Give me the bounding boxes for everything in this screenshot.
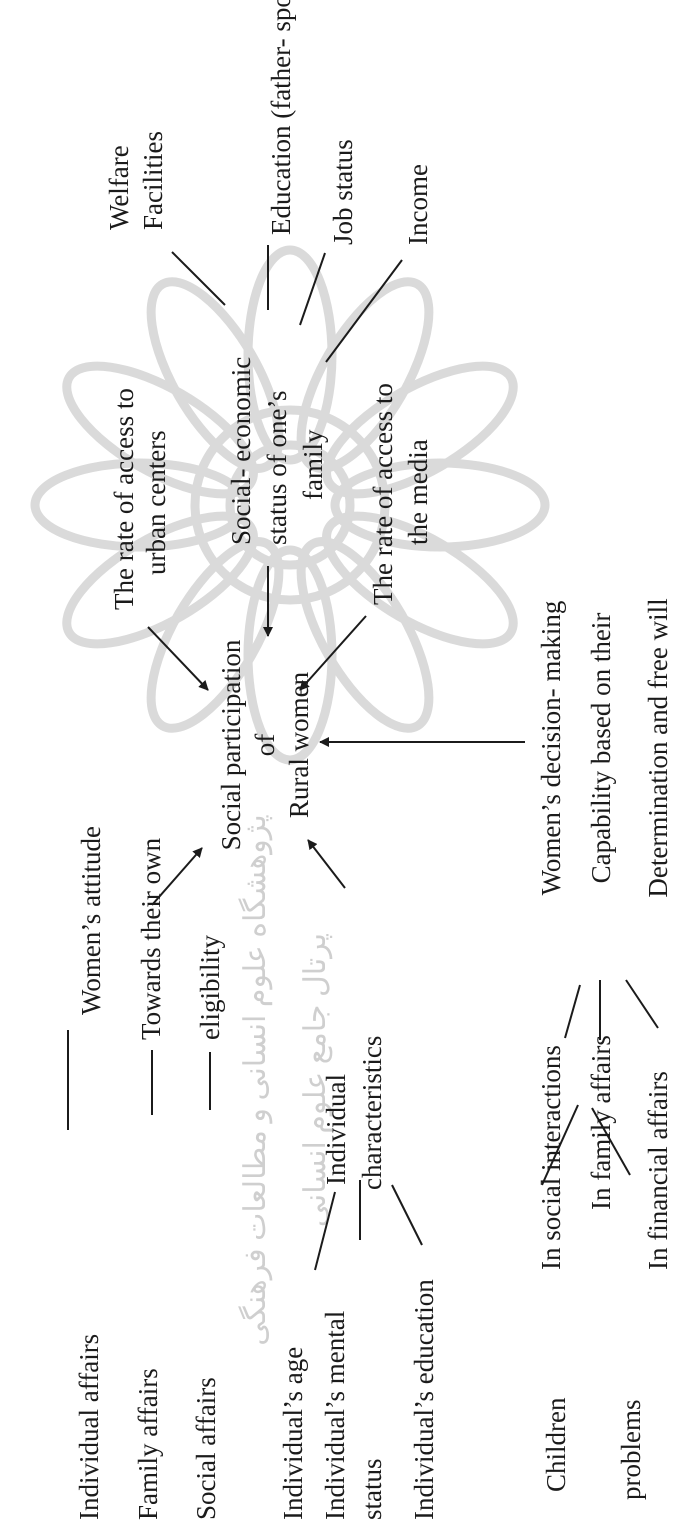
socio-item-income: Income (403, 164, 433, 245)
connector-lines (67, 245, 659, 1271)
individual-item-education: Individual’s education (409, 1279, 439, 1520)
watermark-petal (330, 458, 550, 552)
watermark-text: پژوهشگاه علوم انسانی و مطالعات فرهنگی پر… (238, 814, 333, 1345)
connector-income (325, 259, 403, 363)
arrows (147, 566, 525, 906)
attitude-line1: Women’s attitude (76, 826, 106, 1015)
attitude-factor: Women’s attitude Towards their own eligi… (74, 826, 225, 1520)
arrow-urban (147, 626, 209, 691)
urban-line2: urban centers (141, 430, 171, 575)
watermark-petal (146, 277, 284, 473)
watermark-rosette (30, 245, 550, 765)
attitude-line2: Towards their own (136, 837, 166, 1040)
socio-line2: status of one’s (262, 391, 292, 546)
decision-item-problems: problems (616, 1400, 646, 1501)
individual-factor: Individual characteristics Individual’s … (278, 1036, 439, 1520)
individual-item-status: status (357, 1458, 387, 1520)
decision-area-financial: In financial affairs (643, 1071, 673, 1270)
attitude-line3: eligibility (195, 935, 225, 1040)
decision-line2: Capability based on their (586, 613, 616, 884)
connector-financial-affairs (625, 979, 659, 1029)
center-line3: Rural women (284, 671, 314, 818)
attitude-item-social-affairs: Social affairs (191, 1377, 221, 1520)
watermark-petal (30, 458, 250, 552)
center-line2: of (250, 734, 280, 757)
decision-factor: Women’s decision- making Capability base… (536, 598, 673, 1500)
connector-children (541, 1104, 579, 1186)
decision-line1: Women’s decision- making (536, 601, 566, 896)
socio-line1: Social- economic (226, 357, 256, 545)
connector-social-interactions (564, 984, 581, 1039)
connector-welfare (171, 251, 226, 306)
arrow-attitude (151, 847, 203, 906)
socio-economic-factor: Social- economic status of one’s family … (104, 0, 433, 545)
socio-item-welfare: Welfare (104, 145, 134, 230)
media-line1: The rate of access to (368, 383, 398, 605)
center-line1: Social participation (216, 639, 246, 850)
decision-line3: Determination and free will (643, 598, 673, 897)
socio-line3: family (298, 429, 328, 500)
decision-area-family: In family affairs (586, 1035, 616, 1210)
central-concept: Social participation of Rural women (216, 639, 314, 850)
arrow-media (299, 615, 367, 691)
arrow-individual (307, 839, 346, 889)
connector-age (314, 1191, 336, 1271)
socio-item-facilities: Facilities (138, 131, 168, 230)
urban-access-factor: The rate of access to urban centers (109, 388, 171, 610)
urban-line1: The rate of access to (109, 388, 139, 610)
attitude-item-individual-affairs: Individual affairs (74, 1334, 104, 1520)
connector-education (391, 1184, 423, 1246)
decision-item-children: Children (541, 1397, 571, 1492)
decision-area-social: In social interactions (536, 1045, 566, 1270)
individual-line1: Individual (321, 1074, 351, 1185)
individual-line2: characteristics (357, 1036, 387, 1190)
socio-item-education: Education (father- spouse) (266, 0, 296, 235)
watermark-line1: پژوهشگاه علوم انسانی و مطالعات فرهنگی (238, 814, 273, 1345)
attitude-item-family-affairs: Family affairs (133, 1368, 163, 1520)
watermark-line2: پرتال جامع علوم انسانی (299, 933, 333, 1227)
individual-item-age: Individual’s age (278, 1347, 308, 1520)
media-access-factor: The rate of access to the media (368, 383, 433, 605)
connector-problems (591, 1107, 631, 1176)
individual-item-mental: Individual’s mental (320, 1311, 350, 1520)
media-line2: the media (403, 439, 433, 545)
connector-job-status (299, 252, 326, 326)
socio-item-job-status: Job status (328, 139, 358, 245)
